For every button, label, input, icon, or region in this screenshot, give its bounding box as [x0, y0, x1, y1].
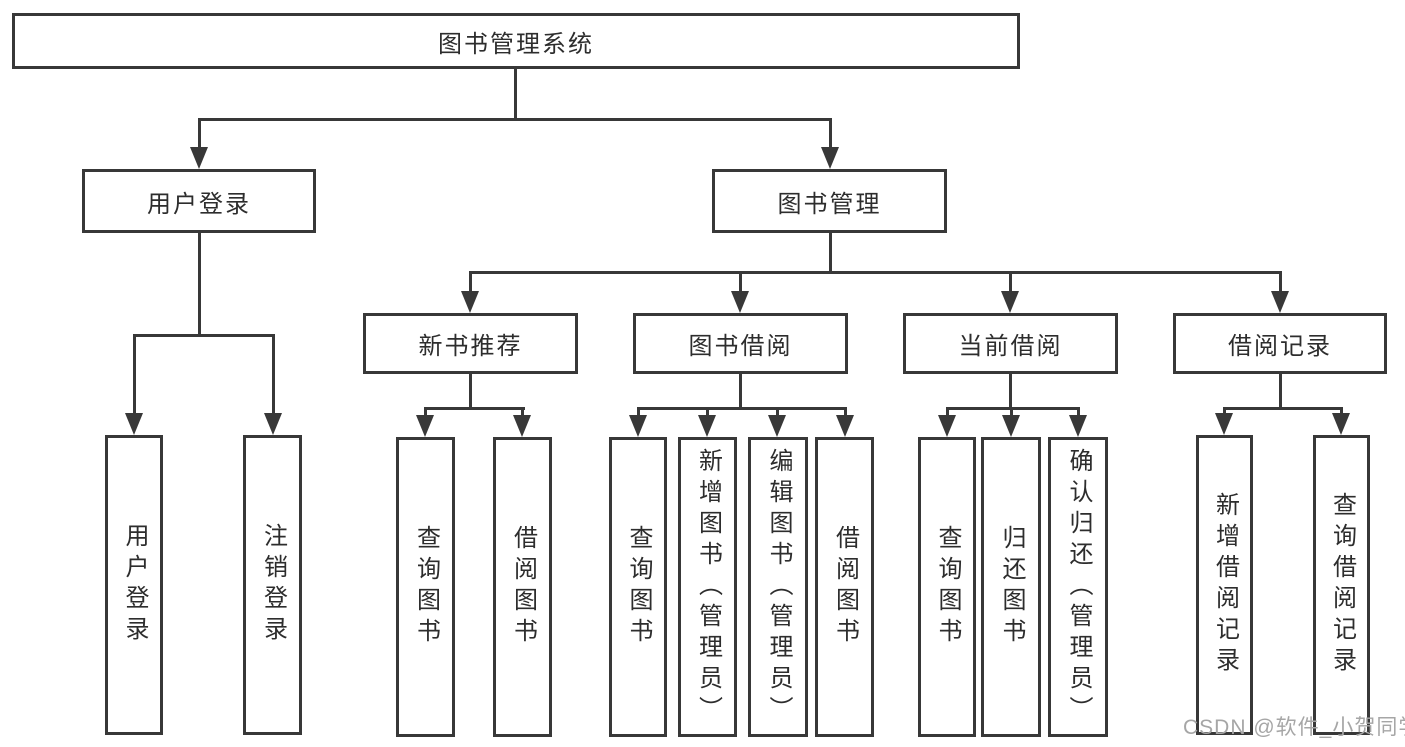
leaf-logout-label: 注销登录 [259, 523, 287, 647]
connector-records-trunk [1279, 374, 1282, 410]
arrowhead-down [1215, 413, 1233, 435]
leaf-current-return: 归还图书 [981, 437, 1041, 737]
connector-newbooks-trunk [469, 374, 472, 410]
arrowhead-down [698, 415, 716, 437]
connector-borrowing-rail [637, 407, 847, 410]
connector-current-drop-3 [1077, 407, 1080, 419]
arrowhead-down [836, 415, 854, 437]
connector-borrowing-drop-3 [776, 407, 779, 419]
leaf-newbooks-query: 查询图书 [396, 437, 455, 737]
connector-bookmgmt-drop-3 [1009, 271, 1012, 295]
connector-userlogin-drop-2 [272, 334, 275, 415]
leaf-logout: 注销登录 [243, 435, 302, 735]
csdn-watermark: CSDN @软件_小贺同学 [1183, 716, 1405, 739]
arrowhead-down [1002, 415, 1020, 437]
leaf-borrowing-borrow-label: 借阅图书 [831, 525, 859, 649]
node-book-borrowing-label: 图书借阅 [688, 333, 793, 360]
arrowhead-down [731, 291, 749, 313]
arrowhead-down [1271, 291, 1289, 313]
leaf-newbooks-borrow: 借阅图书 [493, 437, 552, 737]
arrowhead-down [416, 415, 434, 437]
leaf-borrowing-edit-admin: 编辑图书（管理员） [748, 437, 808, 737]
connector-userlogin-drop-1 [133, 334, 136, 415]
leaf-current-confirm-return-admin-label: 确认归还（管理员） [1065, 447, 1092, 727]
leaf-records-query: 查询借阅记录 [1313, 435, 1370, 735]
node-borrowing-records: 借阅记录 [1173, 313, 1387, 374]
arrowhead-down [1069, 415, 1087, 437]
connector-records-rail [1223, 407, 1343, 410]
connector-bookmgmt-drop-2 [739, 271, 742, 295]
connector-current-rail [946, 407, 1080, 410]
arrowhead-down [821, 147, 839, 169]
connector-newbooks-drop-1 [424, 407, 427, 419]
connector-borrowing-trunk [739, 374, 742, 410]
node-user-login: 用户登录 [82, 169, 316, 233]
connector-bookmgmt-drop-1 [469, 271, 472, 295]
leaf-newbooks-query-label: 查询图书 [412, 525, 440, 649]
leaf-current-query: 查询图书 [918, 437, 976, 737]
connector-borrowing-drop-2 [706, 407, 709, 419]
leaf-user-login-label: 用户登录 [121, 523, 148, 647]
connector-bookmgmt-drop-4 [1279, 271, 1282, 295]
node-new-book-recommend: 新书推荐 [363, 313, 578, 374]
arrowhead-down [190, 147, 208, 169]
leaf-current-confirm-return-admin: 确认归还（管理员） [1048, 437, 1108, 737]
arrowhead-down [768, 415, 786, 437]
leaf-records-add-label: 新增借阅记录 [1211, 492, 1239, 678]
connector-root-trunk [514, 68, 517, 120]
arrowhead-down [629, 415, 647, 437]
leaf-newbooks-borrow-label: 借阅图书 [509, 525, 537, 649]
leaf-borrowing-query-label: 查询图书 [625, 525, 652, 649]
node-new-book-recommend-label: 新书推荐 [418, 333, 523, 360]
node-current-borrowing-label: 当前借阅 [958, 333, 1063, 360]
connector-records-drop-2 [1340, 407, 1343, 417]
connector-userlogin-rail [133, 334, 275, 337]
connector-root-drop-left [198, 118, 201, 151]
leaf-records-add: 新增借阅记录 [1196, 435, 1253, 735]
connector-bookmgmt-trunk [829, 233, 832, 274]
leaf-user-login: 用户登录 [105, 435, 163, 735]
node-borrowing-records-label: 借阅记录 [1228, 333, 1332, 360]
connector-current-drop-1 [946, 407, 949, 419]
leaf-current-return-label: 归还图书 [998, 525, 1025, 649]
leaf-borrowing-edit-admin-label: 编辑图书（管理员） [765, 447, 792, 727]
node-book-borrowing: 图书借阅 [633, 313, 848, 374]
node-user-login-label: 用户登录 [147, 190, 251, 218]
node-root-label: 图书管理系统 [438, 30, 594, 58]
connector-records-drop-1 [1223, 407, 1226, 417]
arrowhead-down [264, 413, 282, 435]
connector-newbooks-drop-2 [521, 407, 524, 419]
connector-newbooks-rail [424, 407, 525, 410]
arrowhead-down [125, 413, 143, 435]
leaf-borrowing-query: 查询图书 [609, 437, 667, 737]
arrowhead-down [1001, 291, 1019, 313]
node-book-management-label: 图书管理 [777, 190, 882, 218]
arrowhead-down [513, 415, 531, 437]
connector-userlogin-trunk [198, 233, 201, 337]
connector-root-rail [198, 118, 832, 121]
connector-bookmgmt-rail [469, 271, 1282, 274]
leaf-borrowing-add-admin-label: 新增图书（管理员） [694, 447, 722, 727]
node-current-borrowing: 当前借阅 [903, 313, 1118, 374]
leaf-borrowing-borrow: 借阅图书 [815, 437, 874, 737]
leaf-borrowing-add-admin: 新增图书（管理员） [678, 437, 737, 737]
node-book-management: 图书管理 [712, 169, 947, 233]
arrowhead-down [461, 291, 479, 313]
connector-current-drop-2 [1010, 407, 1013, 419]
node-root: 图书管理系统 [12, 13, 1020, 69]
leaf-records-query-label: 查询借阅记录 [1328, 492, 1356, 678]
connector-current-trunk [1009, 374, 1012, 410]
leaf-current-query-label: 查询图书 [934, 525, 961, 649]
connector-borrowing-drop-1 [637, 407, 640, 419]
connector-root-drop-right [829, 118, 832, 151]
arrowhead-down [1332, 413, 1350, 435]
connector-borrowing-drop-4 [844, 407, 847, 419]
arrowhead-down [938, 415, 956, 437]
